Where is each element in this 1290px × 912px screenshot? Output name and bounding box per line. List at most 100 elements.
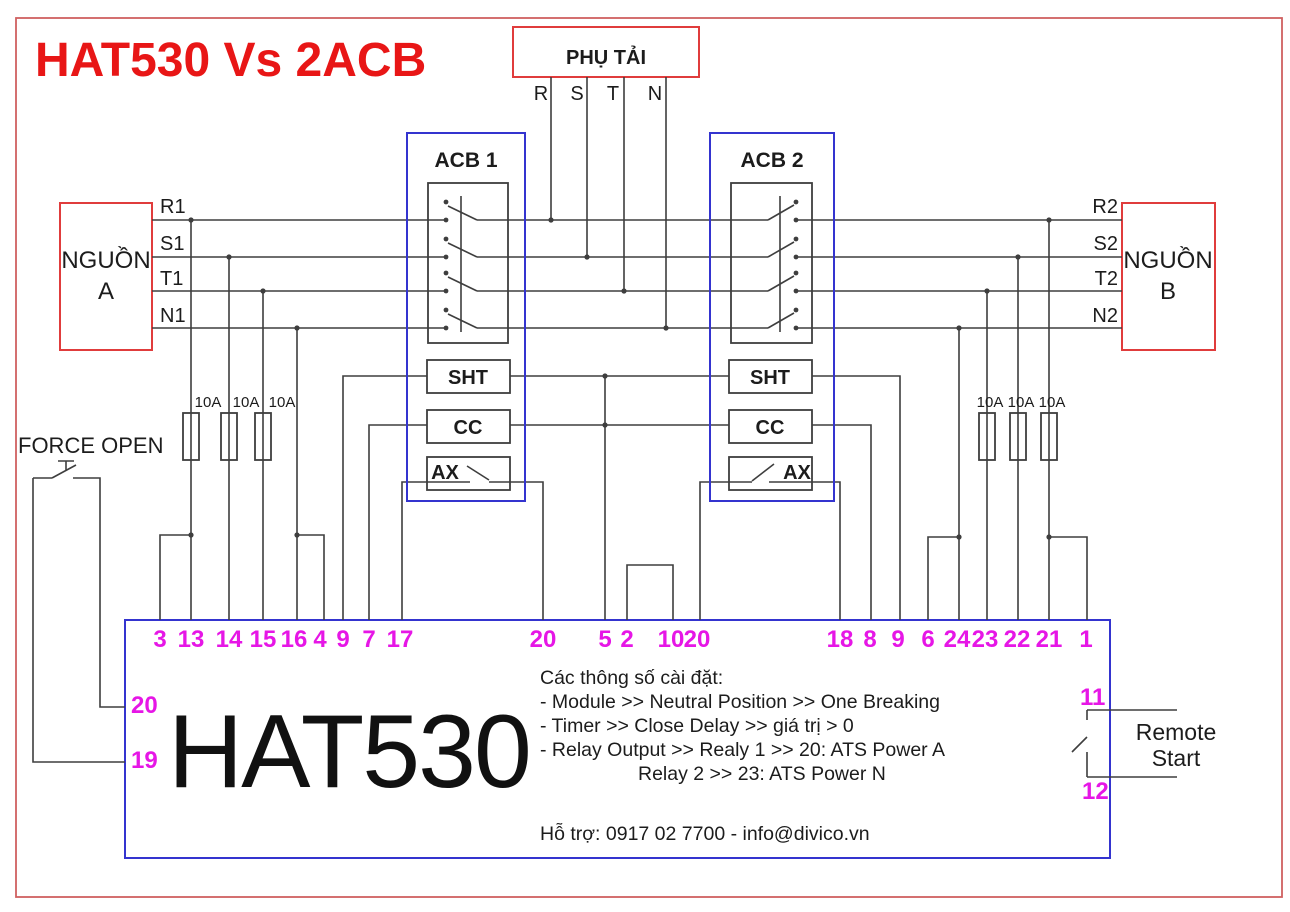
terminal-label: 13 bbox=[178, 626, 205, 653]
acb1-labels: ACB 1 SHT CC AX bbox=[431, 149, 498, 484]
terminal-label: 15 bbox=[250, 626, 277, 653]
acb2-box bbox=[709, 132, 835, 502]
terminal-label-left-19: 19 bbox=[131, 747, 158, 774]
acb1-ax-label: AX bbox=[431, 462, 459, 484]
source-a-r1: R1 bbox=[160, 196, 186, 218]
acb2-ax-box bbox=[728, 456, 813, 491]
acb2-pole-box bbox=[730, 182, 813, 344]
fuse-right-1-label: 10A bbox=[977, 394, 1004, 411]
acb1-pole-box bbox=[427, 182, 509, 344]
source-a: NGUỒN A R1 S1 T1 N1 bbox=[61, 196, 185, 327]
controller-terminals-sides: 20 19 11 12 bbox=[131, 684, 1109, 805]
load-phase-labels: R S T N bbox=[534, 83, 662, 105]
terminal-label: 22 bbox=[1004, 626, 1031, 653]
terminal-label: 2 bbox=[620, 626, 633, 653]
acb1-cc-label: CC bbox=[454, 417, 483, 439]
fuse-left-3-label: 10A bbox=[269, 394, 296, 411]
load-label: PHỤ TẢI bbox=[566, 46, 646, 69]
terminal-label-right-12: 12 bbox=[1082, 778, 1109, 805]
source-b-t2: T2 bbox=[1095, 268, 1118, 290]
acb1-title: ACB 1 bbox=[434, 149, 497, 172]
component-boxes-outline bbox=[182, 132, 1058, 502]
terminal-label: 8 bbox=[863, 626, 876, 653]
force-open-label: FORCE OPEN bbox=[18, 433, 163, 458]
terminal-label: 1 bbox=[1079, 626, 1092, 653]
terminal-label: 24 bbox=[944, 626, 971, 653]
source-b-name: NGUỒN bbox=[1123, 246, 1212, 274]
acb1-sht-label: SHT bbox=[448, 367, 488, 389]
source-a-name: NGUỒN bbox=[61, 246, 150, 274]
terminal-label: 7 bbox=[362, 626, 375, 653]
fuse-right-3-label: 10A bbox=[1039, 394, 1066, 411]
remote-start-line1: Remote bbox=[1136, 719, 1217, 745]
terminal-label-right-11: 11 bbox=[1080, 684, 1105, 711]
fuse-left-2-label: 10A bbox=[233, 394, 260, 411]
load-phase-n: N bbox=[648, 83, 662, 105]
support-contact: Hỗ trợ: 0917 02 7700 - info@divico.vn bbox=[540, 822, 870, 845]
terminal-label: 9 bbox=[336, 626, 349, 653]
acb1-sht-box bbox=[426, 359, 511, 394]
settings-line: - Relay Output >> Realy 1 >> 20: ATS Pow… bbox=[540, 739, 945, 761]
diagram-title: HAT530 Vs 2ACB bbox=[35, 34, 426, 87]
terminal-label: 18 bbox=[827, 626, 854, 653]
component-boxes-fill bbox=[59, 26, 1216, 859]
remote-start-label: Remote Start bbox=[1136, 719, 1217, 771]
source-b-s2: S2 bbox=[1094, 233, 1118, 255]
fuse-right-3 bbox=[1040, 412, 1058, 461]
terminal-label: 3 bbox=[153, 626, 166, 653]
terminal-label: 9 bbox=[891, 626, 904, 653]
acb1-ax-box bbox=[426, 456, 511, 491]
terminal-label: 20 bbox=[684, 626, 711, 653]
fuse-left-1 bbox=[182, 412, 200, 461]
source-a-t1: T1 bbox=[160, 268, 183, 290]
acb1-box bbox=[406, 132, 526, 502]
terminal-label: 17 bbox=[387, 626, 414, 653]
terminal-label: 16 bbox=[281, 626, 308, 653]
source-b-letter: B bbox=[1160, 278, 1176, 305]
settings-line: - Timer >> Close Delay >> giá trị > 0 bbox=[540, 715, 854, 737]
acb1-cc-box bbox=[426, 409, 511, 444]
fuse-right-1 bbox=[978, 412, 996, 461]
settings-title: Các thông số cài đặt: bbox=[540, 667, 723, 689]
terminal-label: 14 bbox=[216, 626, 243, 653]
settings-line: - Module >> Neutral Position >> One Brea… bbox=[540, 691, 940, 713]
terminal-label: 5 bbox=[598, 626, 611, 653]
controller-model: HAT530 bbox=[168, 694, 530, 810]
terminal-label: 23 bbox=[972, 626, 999, 653]
fuse-left-2 bbox=[220, 412, 238, 461]
terminal-label: 4 bbox=[313, 626, 327, 653]
source-b-n2: N2 bbox=[1092, 305, 1118, 327]
remote-start-line2: Start bbox=[1152, 745, 1201, 771]
fuse-right-2 bbox=[1009, 412, 1027, 461]
terminal-label-left-20: 20 bbox=[131, 692, 158, 719]
load-phase-t: T bbox=[607, 83, 619, 105]
terminal-label: 6 bbox=[921, 626, 934, 653]
load-phase-s: S bbox=[570, 83, 583, 105]
load-box bbox=[512, 26, 700, 78]
fuse-left-3 bbox=[254, 412, 272, 461]
settings-line: Relay 2 >> 23: ATS Power N bbox=[638, 763, 886, 785]
junction-dots bbox=[188, 199, 1052, 540]
acb2-sht-box bbox=[728, 359, 813, 394]
load-phase-r: R bbox=[534, 83, 548, 105]
controller-box bbox=[124, 619, 1111, 859]
fuse-right-2-label: 10A bbox=[1008, 394, 1035, 411]
terminal-label: 10 bbox=[658, 626, 685, 653]
source-b: NGUỒN B R2 S2 T2 N2 bbox=[1092, 196, 1212, 327]
acb2-ax-label: AX bbox=[783, 462, 811, 484]
acb2-labels: ACB 2 SHT CC AX bbox=[740, 149, 811, 484]
source-a-box bbox=[59, 202, 153, 351]
source-a-n1: N1 bbox=[160, 305, 186, 327]
page-border bbox=[15, 17, 1283, 898]
controller-settings: Các thông số cài đặt: - Module >> Neutra… bbox=[540, 667, 945, 845]
source-a-s1: S1 bbox=[160, 233, 184, 255]
fuse-labels: 10A 10A 10A 10A 10A 10A bbox=[195, 394, 1066, 411]
source-b-box bbox=[1121, 202, 1216, 351]
source-b-r2: R2 bbox=[1092, 196, 1118, 218]
fuse-left-1-label: 10A bbox=[195, 394, 222, 411]
terminal-label: 21 bbox=[1036, 626, 1063, 653]
acb2-sht-label: SHT bbox=[750, 367, 790, 389]
terminal-label: 20 bbox=[530, 626, 557, 653]
